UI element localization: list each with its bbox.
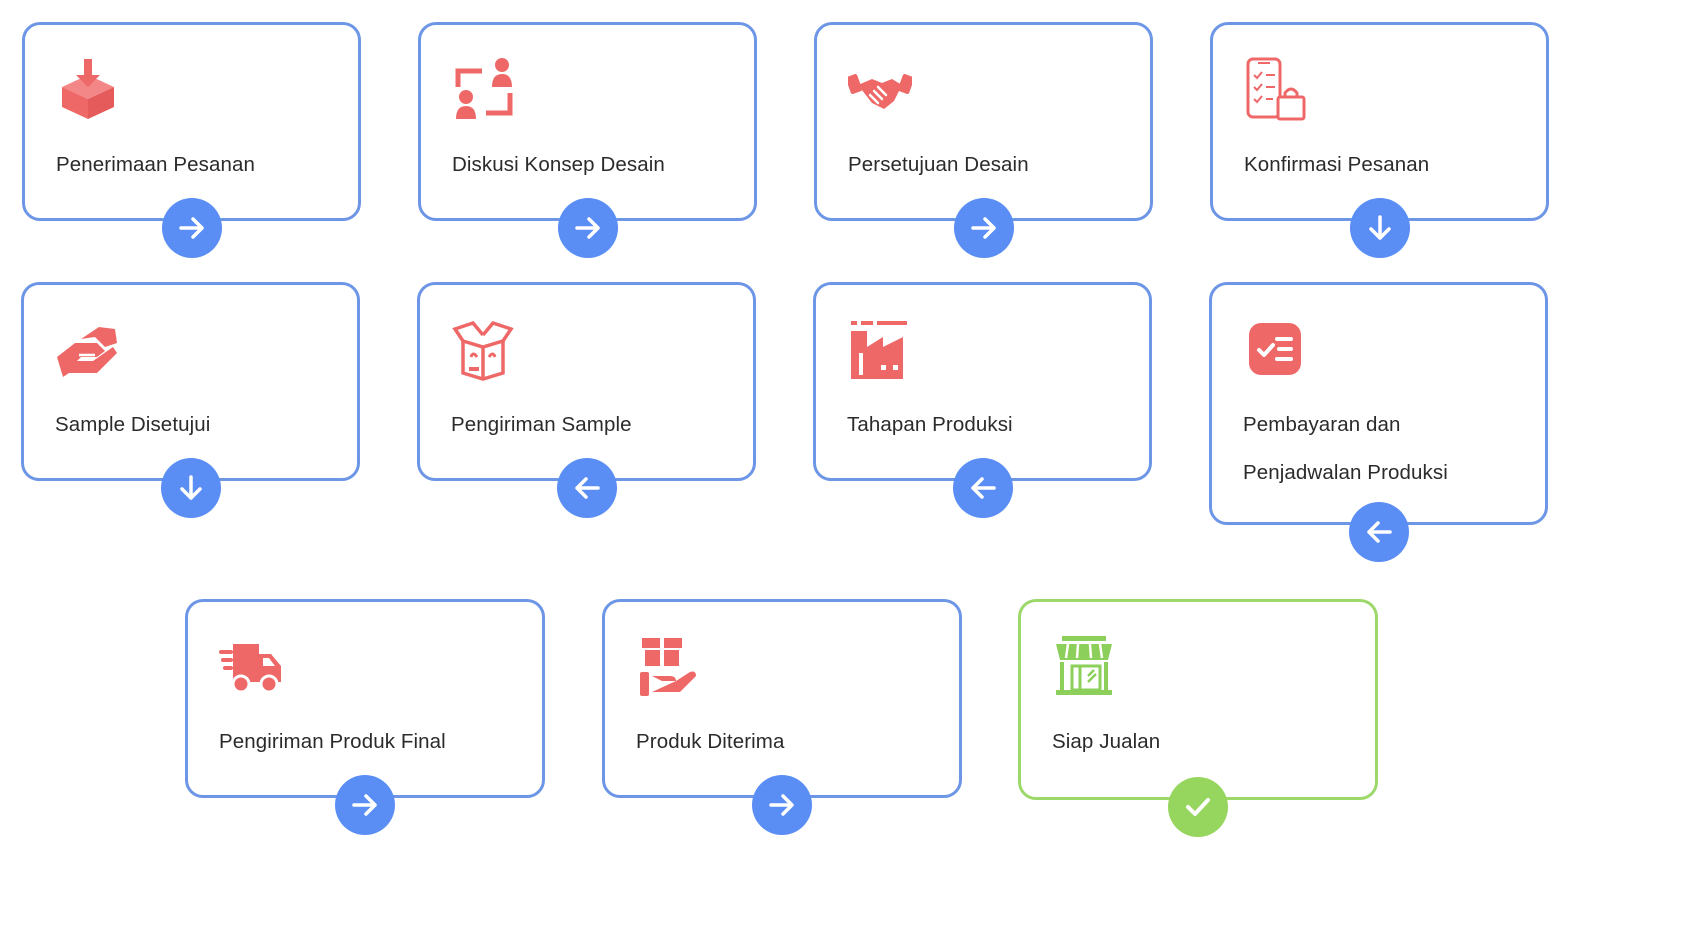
step-label: Pengiriman Sample xyxy=(451,413,632,436)
step-card-persetujuan-desain: Persetujuan Desain xyxy=(814,22,1153,258)
arrow-left-icon xyxy=(970,477,996,499)
step-label: Produk Diterima xyxy=(636,730,785,753)
step-card-diskusi-konsep-desain: Diskusi Konsep Desain xyxy=(418,22,757,258)
delivery-truck-icon xyxy=(219,634,283,698)
hand-exchange-icon xyxy=(55,317,119,381)
next-step-button[interactable] xyxy=(335,775,395,835)
arrow-left-icon xyxy=(1366,521,1392,543)
store-icon xyxy=(1052,634,1116,698)
step-card-pengiriman-sample: Pengiriman Sample xyxy=(417,282,756,518)
arrow-right-icon xyxy=(178,217,204,239)
complete-step-button[interactable] xyxy=(1168,777,1228,837)
arrow-down-icon xyxy=(1368,215,1391,240)
arrow-right-icon xyxy=(769,794,794,816)
factory-icon xyxy=(847,317,911,381)
step-label: Pembayaran dan Penjadwalan Produksi xyxy=(1243,413,1448,484)
next-step-button[interactable] xyxy=(557,198,618,258)
step-card-tahapan-produksi: Tahapan Produksi xyxy=(813,282,1152,518)
next-step-button[interactable] xyxy=(952,458,1013,518)
step-label: Konfirmasi Pesanan xyxy=(1244,153,1430,176)
next-step-button[interactable] xyxy=(1349,198,1410,258)
checklist-icon xyxy=(1243,317,1307,381)
step-label: Tahapan Produksi xyxy=(847,413,1013,436)
hand-box-icon xyxy=(636,634,700,698)
step-card-pengiriman-produk-final: Pengiriman Produk Final xyxy=(185,599,545,835)
next-step-button[interactable] xyxy=(556,458,617,518)
step-label: Penerimaan Pesanan xyxy=(56,153,255,176)
next-step-button[interactable] xyxy=(1348,502,1409,562)
arrow-down-icon xyxy=(179,475,202,500)
step-card-siap-jualan: Siap Jualan xyxy=(1018,599,1378,837)
step-label: Siap Jualan xyxy=(1052,730,1161,753)
open-box-icon xyxy=(451,317,515,381)
arrow-right-icon xyxy=(574,217,600,239)
check-icon xyxy=(1186,798,1210,816)
next-step-button[interactable] xyxy=(752,775,812,835)
step-label: Pengiriman Produk Final xyxy=(219,730,446,753)
step-label: Persetujuan Desain xyxy=(848,153,1029,176)
next-step-button[interactable] xyxy=(953,198,1014,258)
next-step-button[interactable] xyxy=(160,458,221,518)
next-step-button[interactable] xyxy=(161,198,222,258)
arrow-left-icon xyxy=(574,477,600,499)
people-exchange-icon xyxy=(452,57,516,121)
step-card-penerimaan-pesanan: Penerimaan Pesanan xyxy=(22,22,361,258)
step-card-produk-diterima: Produk Diterima xyxy=(602,599,962,835)
inbox-download-icon xyxy=(56,57,120,121)
handshake-icon xyxy=(848,57,912,121)
step-card-konfirmasi-pesanan: Konfirmasi Pesanan xyxy=(1210,22,1549,258)
step-card-sample-disetujui: Sample Disetujui xyxy=(21,282,360,518)
step-label: Diskusi Konsep Desain xyxy=(452,153,665,176)
step-card-pembayaran-dan-penjadwalan-produksi: Pembayaran dan Penjadwalan Produksi xyxy=(1209,282,1548,562)
phone-checklist-bag-icon xyxy=(1244,57,1308,121)
arrow-right-icon xyxy=(970,217,996,239)
step-label: Sample Disetujui xyxy=(55,413,211,436)
arrow-right-icon xyxy=(352,794,377,816)
